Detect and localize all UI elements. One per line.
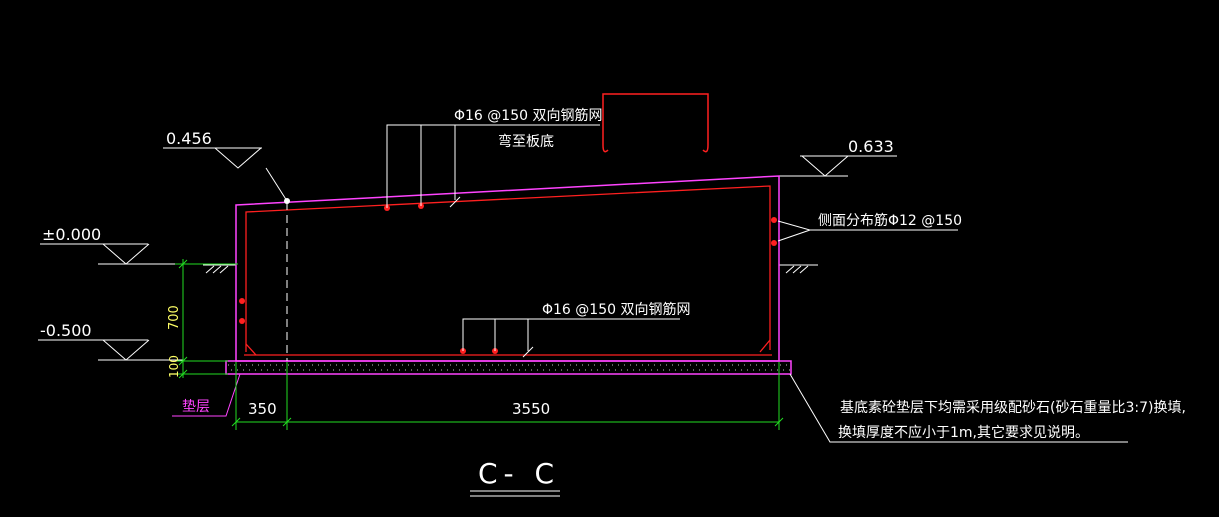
dimension-100: 100: [167, 355, 181, 378]
level-text-bottom: -0.500: [40, 321, 92, 340]
rebar-cage: [244, 185, 772, 356]
level-marker-ground: [40, 243, 183, 265]
level-marker-top-right: [779, 155, 897, 177]
level-text-ground: ±0.000: [42, 225, 101, 244]
annotation-bottom-rebar: Φ16 @150 双向钢筋网: [542, 301, 690, 318]
leader-bottom-rebar: [462, 318, 680, 358]
annotation-top-rebar-2: 弯至板底: [498, 133, 554, 150]
leader-top-rebar: [386, 124, 600, 208]
ground-hatch-left: [203, 264, 236, 274]
dimension-350: 350: [248, 400, 277, 418]
cushion-layer: [225, 360, 792, 375]
leader-side-rebar: [777, 220, 958, 242]
level-text-top-right: 0.633: [848, 137, 894, 156]
level-marker-top-left: [163, 147, 288, 202]
leader-note: [789, 373, 1128, 443]
ground-hatch-right: [779, 264, 818, 274]
structure-outline: [235, 175, 780, 362]
cushion-label: 垫层: [182, 399, 210, 415]
annotation-side-rebar: 侧面分布筋Φ12 @150: [818, 212, 962, 229]
level-point: [284, 198, 290, 204]
dimension-700: 700: [167, 305, 182, 330]
level-marker-bottom: [38, 339, 183, 361]
rebar-dots: [239, 203, 777, 354]
dimension-horizontal: [231, 362, 784, 430]
note-line-2: 换填厚度不应小于1m,其它要求见说明。: [838, 424, 1089, 441]
annotation-top-rebar-1: Φ16 @150 双向钢筋网: [454, 107, 602, 124]
rebar-hook-detail: [602, 93, 709, 153]
leader-cushion: [172, 373, 241, 417]
section-title: C- C: [478, 457, 560, 490]
title-underline: [470, 490, 560, 497]
dimension-3550: 3550: [512, 400, 550, 418]
level-text-top-left: 0.456: [166, 129, 212, 148]
dimension-vertical: [175, 259, 238, 379]
note-line-1: 基底素砼垫层下均需采用级配砂石(砂石重量比3:7)换填,: [840, 399, 1186, 416]
